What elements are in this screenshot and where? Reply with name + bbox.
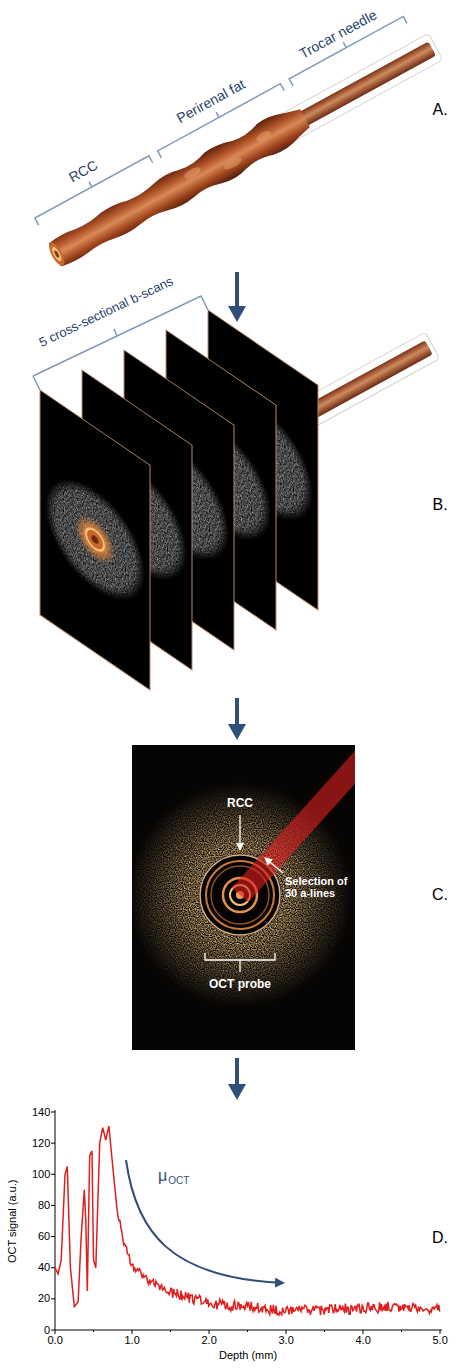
oct-cross-section: [132, 745, 355, 1050]
panel-letter: D.: [432, 1229, 448, 1247]
image-label: OCT probe: [209, 978, 271, 992]
image-label: RCC: [227, 797, 253, 811]
part-label: Trocar needle: [296, 6, 379, 61]
flow-arrow: [228, 1058, 246, 1100]
axis-title: OCT signal (a.u.): [6, 1179, 19, 1263]
part-label: Perirenal fat: [173, 76, 247, 126]
symbol-label: μ: [158, 1167, 167, 1185]
oct-signal-curve: [55, 1126, 440, 1315]
tick-label: 2.0: [202, 1334, 217, 1347]
tick-label: 60: [38, 1230, 50, 1243]
panel-letter: C.: [432, 886, 448, 904]
tick-label: 100: [32, 1168, 50, 1181]
flow-arrow: [228, 698, 246, 740]
axis-title: Depth (mm): [219, 1349, 277, 1362]
symbol-subscript: OCT: [168, 1175, 189, 1187]
panel-letter: A.: [433, 101, 448, 119]
tick-label: 4.0: [356, 1334, 371, 1347]
panel-letter: B.: [433, 496, 448, 514]
part-label: 5 cross-sectional b-scans: [36, 274, 175, 351]
tick-label: 120: [32, 1137, 50, 1150]
needle-core-a: [29, 4, 444, 272]
tick-label: 3.0: [279, 1334, 294, 1347]
tick-label: 20: [38, 1292, 50, 1305]
attenuation-arrow: [126, 1160, 283, 1283]
chart-axes: [51, 1110, 474, 1334]
tick-label: 1.0: [125, 1334, 140, 1347]
tick-label: 0.0: [48, 1334, 63, 1347]
image-label: Selection of 30 a-lines: [285, 875, 349, 900]
part-label: RCC: [66, 157, 100, 186]
tick-label: 40: [38, 1261, 50, 1274]
tick-label: 140: [32, 1106, 50, 1119]
b-scan-planes: [33, 296, 318, 690]
flow-arrow: [228, 272, 246, 322]
tick-label: 5.0: [433, 1334, 448, 1347]
tick-label: 80: [38, 1199, 50, 1212]
